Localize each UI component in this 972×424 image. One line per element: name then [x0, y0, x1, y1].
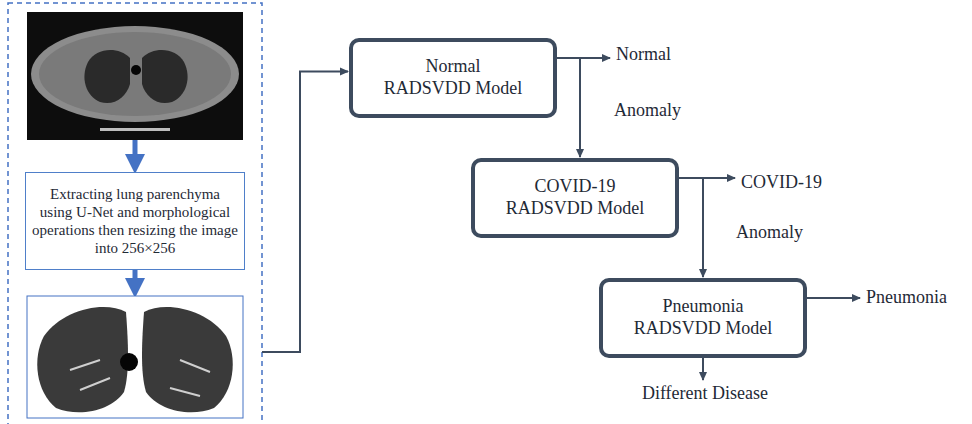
output-label: Pneumonia	[864, 287, 949, 308]
model-box: Normal RADSVDD Model	[349, 38, 557, 118]
output-arrow	[807, 297, 860, 299]
output-label: COVID-19	[739, 172, 824, 193]
process-box: Extracting lung parenchyma using U-Net a…	[25, 172, 245, 270]
flow-arrow	[133, 140, 138, 164]
flow-arrow	[133, 270, 138, 288]
edge-label: Anomaly	[612, 100, 683, 121]
output-arrow	[702, 358, 704, 380]
box-text: COVID-19 RADSVDD Model	[502, 176, 648, 219]
model-box: COVID-19 RADSVDD Model	[471, 158, 679, 238]
model-box: Pneumonia RADSVDD Model	[599, 278, 807, 358]
lung-parenchyma-image	[27, 296, 243, 418]
flow-connector	[557, 58, 580, 157]
output-label: Different Disease	[640, 383, 770, 404]
box-text: Pneumonia RADSVDD Model	[630, 296, 776, 339]
output-label: Normal	[614, 44, 673, 65]
edge-label: Anomaly	[734, 222, 805, 243]
box-text: Normal RADSVDD Model	[380, 56, 526, 99]
dashed-group	[8, 3, 262, 424]
box-text: Extracting lung parenchyma using U-Net a…	[32, 185, 238, 257]
flow-connector	[679, 178, 703, 277]
ct-scan-image	[27, 12, 243, 140]
input-connector	[262, 72, 348, 352]
